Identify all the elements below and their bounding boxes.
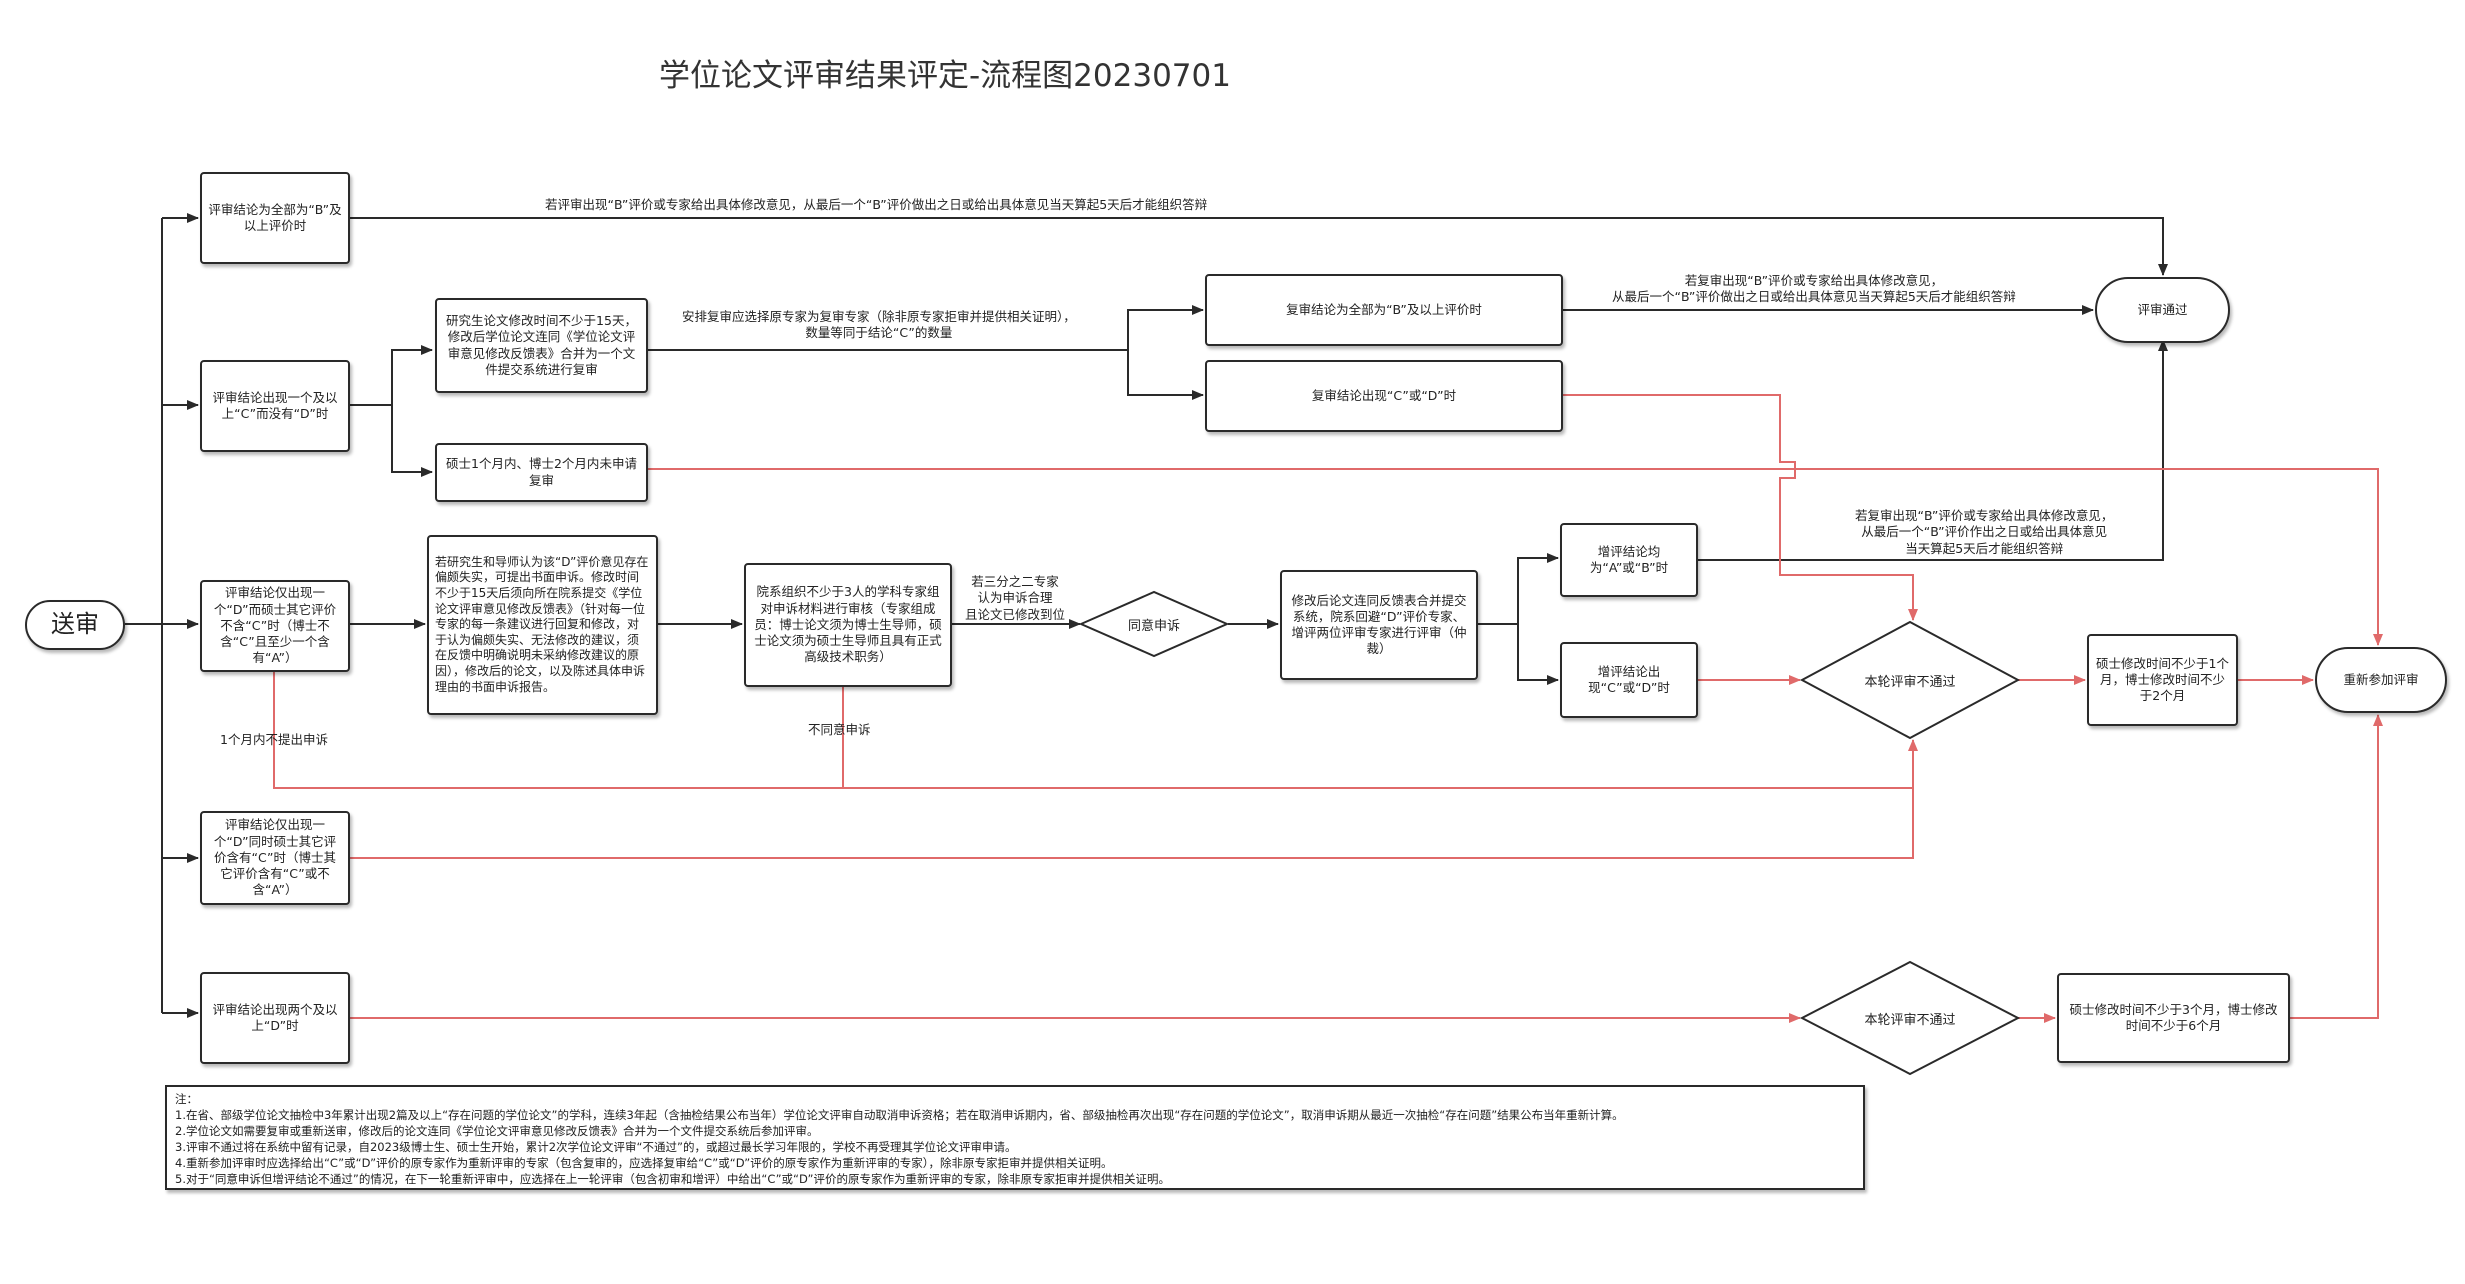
label-review-b-line-1: 若复审出现“B”评价或专家给出具体修改意见， [1684, 273, 1944, 288]
conn-noapply-resubmit [648, 468, 2383, 646]
pass-node: 评审通过 [2095, 277, 2230, 343]
conn-c2-split [350, 345, 433, 406]
extra-all-ab-box: 增评结论均为“A”或“B”时 [1560, 523, 1698, 597]
agree-appeal-diamond [1078, 590, 1230, 658]
label-two-thirds: 若三分之二专家 认为申诉合理 且论文已修改到位 [955, 574, 1075, 623]
conn-send-split [1478, 553, 1559, 625]
appeal-submit-box: 若研究生和导师认为该“D”评价意见存在偏颇失实，可提出书面申诉。修改时间不少于1… [427, 535, 658, 715]
cond-c-no-d-box: 评审结论出现一个及以上“C”而没有“D”时 [200, 360, 350, 452]
conn-c2-noapply [391, 405, 433, 477]
conn-send-extracd [1517, 624, 1559, 685]
note-item: 4.重新参加评审时应选择给出“C”或“D”评价的原专家作为重新评审的专家（包含复… [175, 1156, 1113, 1170]
label-top-b: 若评审出现“B”评价或专家给出具体修改意见，从最后一个“B”评价做出之日或给出具… [545, 197, 1208, 212]
revise-resubmit-box: 研究生论文修改时间不少于15天，修改后学位论文连同《学位论文评审意见修改反馈表》… [435, 298, 648, 393]
send-extra-box: 修改后论文连同反馈表合并提交系统，院系回避“D”评价专家、增评两位评审专家进行评… [1280, 570, 1478, 680]
extra-c-d-box: 增评结论出现“C”或“D”时 [1560, 642, 1698, 718]
dept-experts-box: 院系组织不少于3人的学科专家组对申诉材料进行审核（专家组成员：博士论文须为博士生… [744, 563, 952, 687]
conn-c1-pass [350, 217, 2168, 276]
label-two-thirds-line-3: 且论文已修改到位 [964, 606, 1065, 622]
fail-2-label: 本轮评审不通过 [1864, 1012, 1956, 1028]
conn-revise2-resubmit [2290, 714, 2383, 1019]
fail-2-diamond [1799, 960, 2021, 1076]
notes-box: 注： 1.在省、部级学位论文抽检中3年累计出现2篇及以上“存在问题的学位论文”的… [165, 1085, 1865, 1190]
note-item: 3.评审不通过将在系统中留有记录，自2023级博士生、硕士生开始，累计2次学位论… [175, 1140, 1017, 1154]
cond-two-d-box: 评审结论出现两个及以上“D”时 [200, 972, 350, 1064]
label-two-thirds-line-1: 若三分之二专家 [971, 574, 1059, 589]
label-extra-b-line-1: 若复审出现“B”评价或专家给出具体修改意见， [1855, 508, 2114, 523]
label-extra-b-line-3: 当天算起5天后才能组织答辩 [1905, 540, 2064, 556]
note-item: 1.在省、部级学位论文抽检中3年累计出现2篇及以上“存在问题的学位论文”的学科，… [175, 1108, 1624, 1122]
review-all-b-box: 复审结论为全部为“B”及以上评价时 [1205, 274, 1563, 346]
label-arrange-line-1: 安排复审应选择原专家为复审专家（除非原专家拒审并提供相关证明）， [682, 309, 1076, 324]
conn-revise-review-cd [1127, 350, 1204, 400]
conn-reviewcd-fail1 [1563, 394, 1918, 621]
revise-time-1-box: 硕士修改时间不少于1个月，博士修改时间不少于2个月 [2087, 634, 2238, 726]
label-extra-b-line-2: 从最后一个“B”评价作出之日或给出具体意见 [1861, 524, 2108, 540]
agree-appeal-label: 同意申诉 [1127, 618, 1180, 634]
fail-1-label: 本轮评审不通过 [1864, 674, 1956, 690]
resubmit-node: 重新参加评审 [2315, 647, 2447, 713]
revise-time-2-box: 硕士修改时间不少于3个月，博士修改时间不少于6个月 [2057, 973, 2290, 1063]
note-item: 5.对于“同意申诉但增评结论不通过”的情况，在下一轮重新评审中，应选择在上一轮评… [175, 1172, 1170, 1186]
label-no-appeal: 1个月内不提出申诉 [220, 732, 328, 747]
label-disagree: 不同意申诉 [808, 722, 871, 737]
notes-heading: 注： [175, 1092, 198, 1106]
conn-c4-fail1 [350, 740, 1914, 859]
cond-all-b-box: 评审结论为全部为“B”及以上评价时 [200, 172, 350, 264]
cond-one-d-a-box: 评审结论仅出现一个“D”而硕士其它评价不含“C”时（博士不含“C”且至少一个含有… [200, 580, 350, 672]
cond-one-d-c-box: 评审结论仅出现一个“D”同时硕士其它评价含有“C”时（博士其它评价含有“C”或不… [200, 811, 350, 905]
no-review-apply-box: 硕士1个月内、博士2个月内未申请复审 [435, 443, 648, 502]
review-c-d-box: 复审结论出现“C”或“D”时 [1205, 360, 1563, 432]
conn-extraab-pass [1698, 339, 2168, 561]
fail-1-diamond [1799, 620, 2021, 740]
label-two-thirds-line-2: 认为申诉合理 [977, 590, 1053, 606]
label-arrange-line-2: 数量等同于结论“C”的数量 [805, 325, 953, 341]
start-node: 送审 [25, 600, 125, 650]
label-arrange: 安排复审应选择原专家为复审专家（除非原专家拒审并提供相关证明）， 数量等同于结论… [682, 309, 1076, 342]
label-review-b-line-2: 从最后一个“B”评价做出之日或给出具体意见当天算起5天后才能组织答辩 [1612, 289, 2016, 305]
conn-revise-review [648, 305, 1204, 351]
label-review-b: 若复审出现“B”评价或专家给出具体修改意见， 从最后一个“B”评价做出之日或给出… [1612, 273, 2016, 306]
label-extra-b: 若复审出现“B”评价或专家给出具体修改意见， 从最后一个“B”评价作出之日或给出… [1855, 508, 2113, 557]
page-title: 学位论文评审结果评定-流程图20230701 [659, 58, 1231, 94]
note-item: 2.学位论文如需要复审或重新送审，修改后的论文连同《学位论文评审意见修改反馈表》… [175, 1124, 819, 1138]
